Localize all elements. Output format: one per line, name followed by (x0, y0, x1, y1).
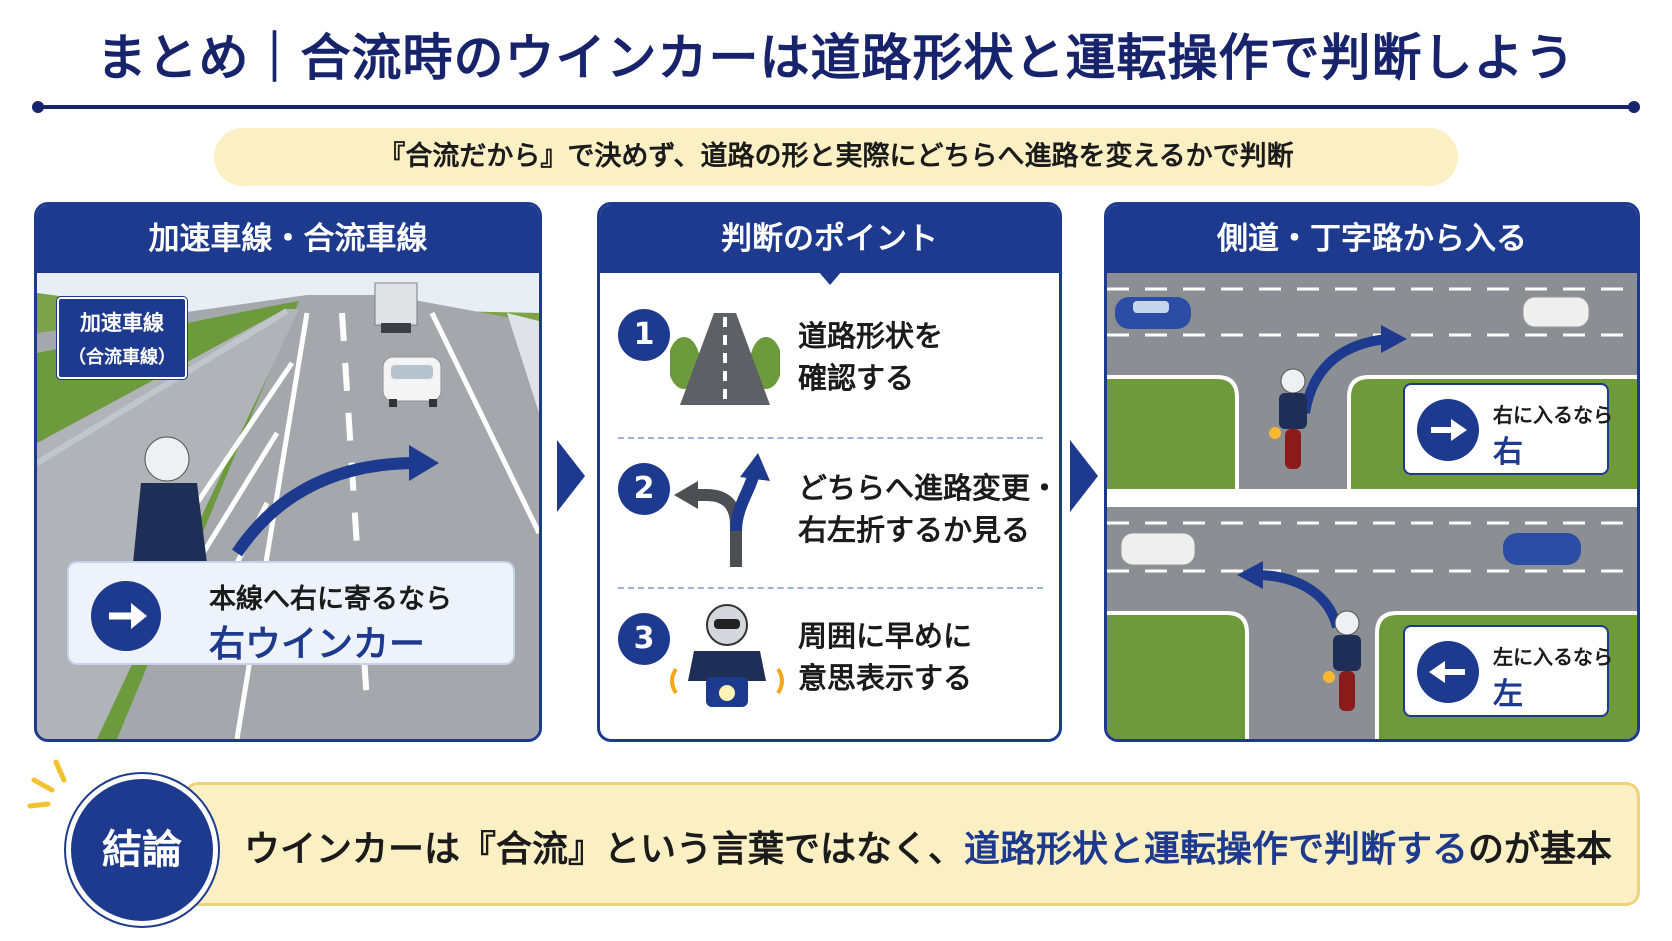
car-icon (1115, 297, 1191, 329)
callout-line1: 本線へ右に寄るなら (209, 584, 452, 615)
car-icon (382, 356, 442, 407)
right-entry-label: 右に入るなら (1493, 403, 1613, 427)
car-icon (1503, 533, 1581, 565)
panel-acceleration-lane: 加速車線・合流車線 (34, 202, 542, 742)
sparkle-icon (27, 759, 67, 809)
arrow-left-icon (1417, 641, 1479, 703)
point-item-3: 3 周囲に早めに 意思表示する (600, 595, 1059, 735)
panel-side-road-entry: 側道・丁字路から入る 右に入るなら 右 (1104, 202, 1640, 742)
panel-judgment-points: 判断のポイント 1 道路形状を 確認する 2 どちらへ進路変更・ 右左折するか見… (597, 202, 1062, 742)
arrow-right-icon (1417, 399, 1479, 461)
left-turn-scene: 左に入るなら 左 (1107, 507, 1637, 739)
truck-icon (374, 282, 418, 333)
point-item-2: 2 どちらへ進路変更・ 右左折するか見る (600, 445, 1060, 585)
point-line1: 道路形状を (798, 319, 944, 353)
divider (618, 587, 1043, 589)
point-item-1: 1 道路形状を 確認する (600, 291, 1059, 431)
lane-sign: 加速車線 （合流車線） (56, 296, 188, 380)
conclusion-badge: 結論 (66, 774, 218, 926)
merge-arrow-icon (409, 445, 439, 481)
rider-icon (1323, 610, 1361, 711)
point-number: 2 (618, 463, 670, 515)
conclusion-highlight: 道路形状と運転操作で判断する (964, 829, 1469, 870)
split-arrow-icon (674, 453, 770, 567)
turn-right-arrow-icon (1381, 325, 1407, 353)
point-line1: どちらへ進路変更・ (798, 471, 1060, 505)
point-number: 3 (618, 613, 670, 665)
right-signal-callout: 本線へ右に寄るなら 右ウインカー (67, 561, 515, 665)
left-entry-value: 左 (1493, 677, 1523, 712)
divider (618, 437, 1043, 439)
right-turn-scene: 右に入るなら 右 (1107, 273, 1637, 489)
panel-title: 側道・丁字路から入る (1107, 205, 1637, 273)
lane-sign-line2: （合流車線） (68, 347, 176, 368)
callout-line2: 右ウインカー (209, 624, 426, 665)
panel-title: 加速車線・合流車線 (37, 205, 539, 273)
point-line2: 確認する (798, 361, 915, 395)
chevron-right-icon (557, 440, 585, 512)
arrow-right-icon (91, 581, 161, 651)
chevron-right-icon (1070, 440, 1098, 512)
right-entry-box: 右に入るなら 右 (1403, 383, 1613, 475)
motorcycle-icon (670, 604, 784, 707)
rider-icon (1269, 368, 1307, 469)
conclusion-bar (184, 782, 1640, 906)
conclusion-text-b: のが基本 (1468, 829, 1613, 870)
pointer-caret (818, 271, 842, 285)
conclusion-text-a: ウインカーは『合流』という言葉ではなく、 (244, 829, 965, 870)
road-icon (670, 313, 780, 405)
right-entry-value: 右 (1493, 435, 1523, 470)
title-divider (32, 101, 1640, 113)
subtitle-banner: 『合流だから』で決めず、道路の形と実際にどちらへ進路を変えるかで判断 (214, 128, 1458, 186)
left-entry-label: 左に入るなら (1493, 645, 1613, 669)
car-icon (1522, 296, 1590, 328)
page-title: まとめ｜合流時のウインカーは道路形状と運転操作で判断しよう (96, 29, 1576, 87)
car-icon (1120, 532, 1196, 566)
point-line2: 意思表示する (798, 661, 973, 695)
left-entry-box: 左に入るなら 左 (1403, 625, 1613, 717)
lane-sign-line1: 加速車線 (80, 311, 164, 335)
point-line2: 右左折するか見る (798, 513, 1031, 547)
scene-gap (1107, 491, 1637, 511)
point-number: 1 (618, 309, 670, 361)
panel-title: 判断のポイント (600, 205, 1059, 273)
conclusion-text: ウインカーは『合流』という言葉ではなく、道路形状と運転操作で判断するのが基本 (244, 820, 1612, 872)
point-line1: 周囲に早めに (798, 619, 973, 653)
turn-left-arrow-icon (1237, 561, 1263, 589)
